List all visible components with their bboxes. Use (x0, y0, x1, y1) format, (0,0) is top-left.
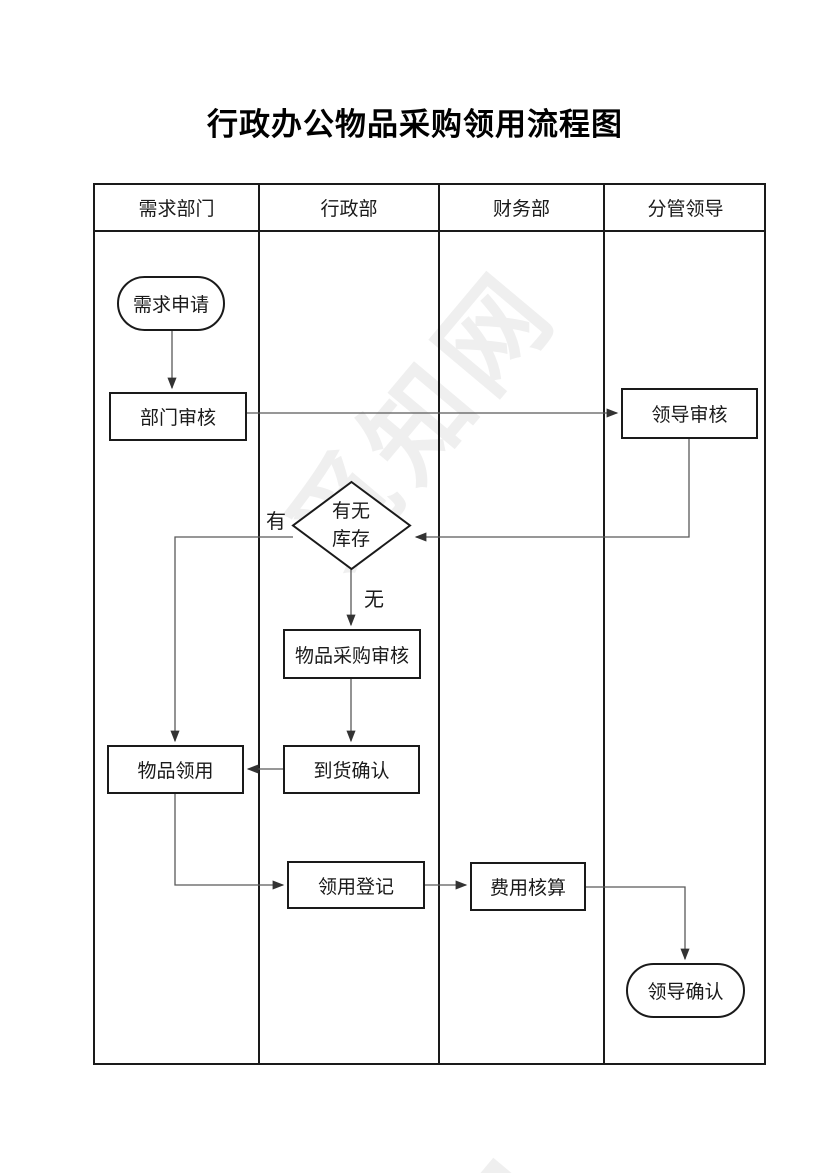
node-requisition-register: 领用登记 (287, 861, 425, 909)
node-item-requisition: 物品领用 (107, 745, 244, 794)
node-cost-accounting: 费用核算 (470, 862, 586, 911)
node-dept-review: 部门审核 (109, 392, 247, 441)
edge-label-has-stock: 有 (266, 511, 286, 533)
watermark-text-bottom: 觅知网 (254, 1138, 586, 1173)
lane-divider (258, 185, 260, 1063)
node-purchase-review: 物品采购审核 (283, 629, 421, 679)
lane-header-admin-dept: 行政部 (320, 199, 378, 220)
edge-label-no-stock: 无 (364, 589, 384, 611)
node-leader-review: 领导审核 (621, 388, 758, 439)
lane-header-finance-dept: 财务部 (492, 199, 550, 220)
node-demand-request: 需求申请 (117, 276, 225, 331)
node-stock-check-label: 有无库存 (331, 501, 370, 550)
lane-divider (603, 185, 605, 1063)
lane-header-demand-dept: 需求部门 (138, 199, 215, 220)
node-arrival-confirm: 到货确认 (283, 745, 420, 794)
node-leader-confirm: 领导确认 (626, 963, 745, 1018)
page-title: 行政办公物品采购领用流程图 (207, 107, 623, 142)
lane-header-leader: 分管领导 (647, 199, 724, 220)
lane-divider (438, 185, 440, 1063)
header-separator (95, 230, 764, 232)
swimlane-table: 需求部门 行政部 财务部 分管领导 (93, 183, 766, 1065)
